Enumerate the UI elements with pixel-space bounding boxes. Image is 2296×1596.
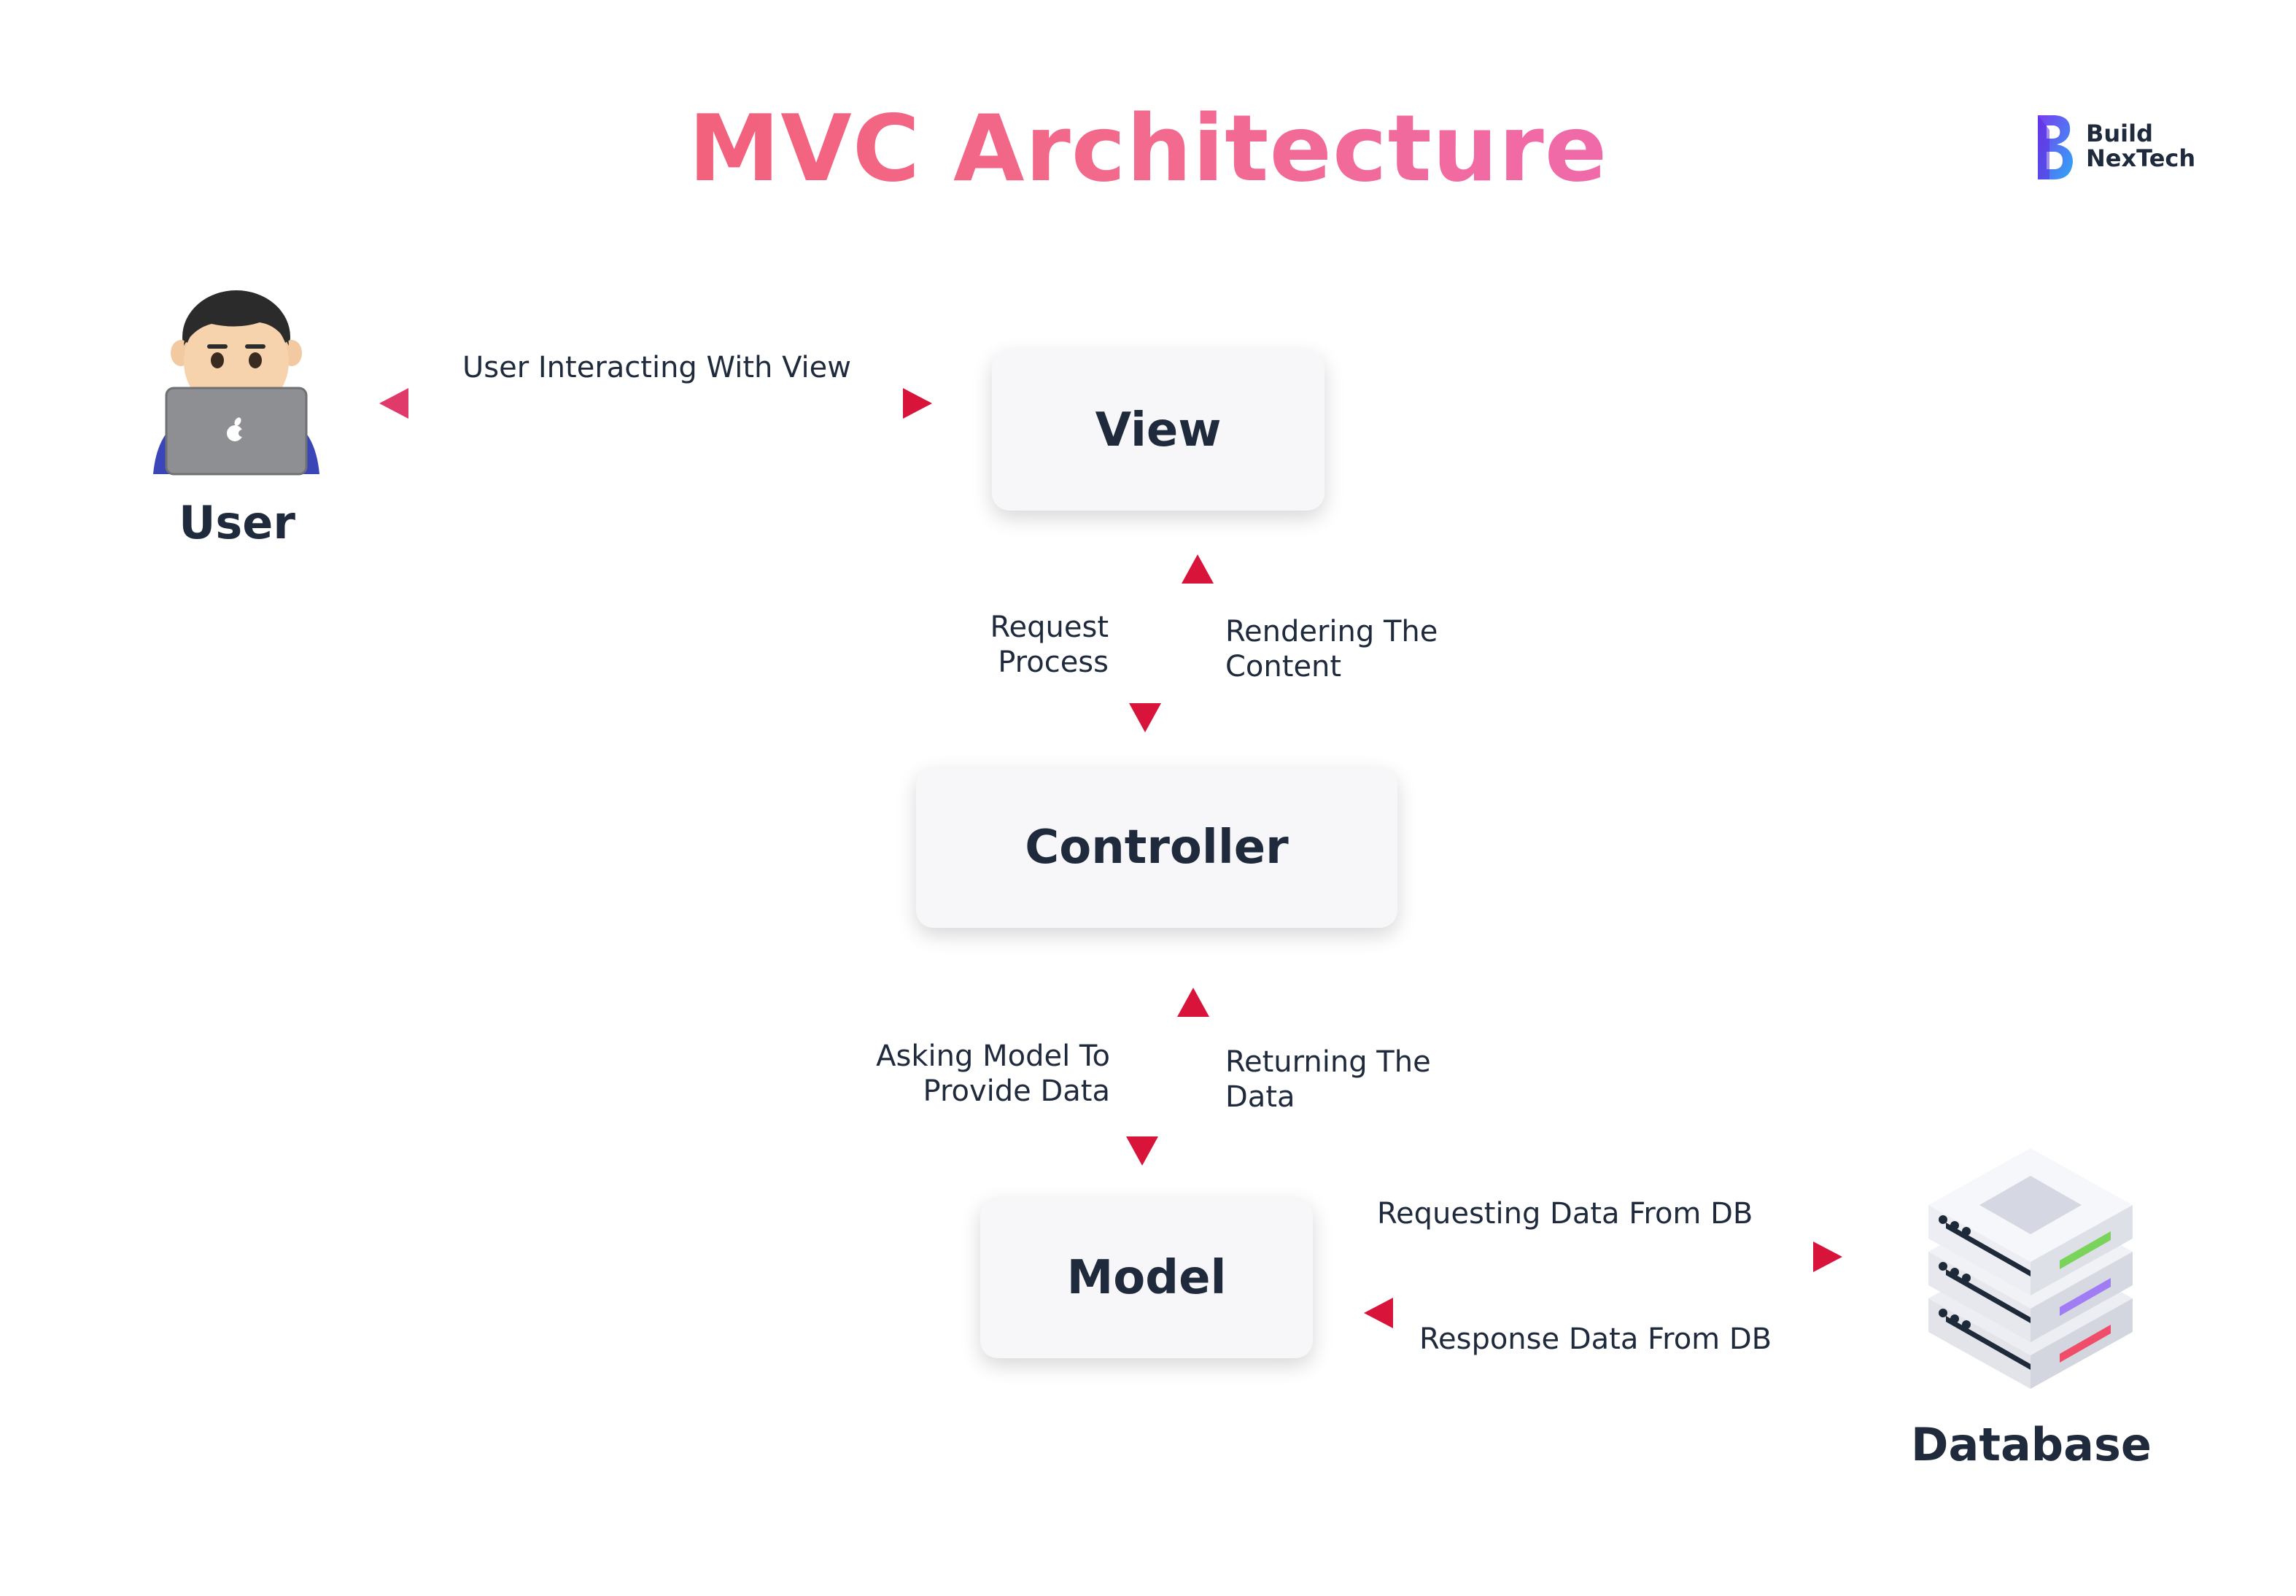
edge-label-response-db: Response Data From DB — [1419, 1322, 1772, 1356]
view-box: View — [992, 350, 1325, 511]
edge-label-returning-line1: Returning The — [1225, 1045, 1431, 1079]
person-laptop-icon — [153, 290, 319, 476]
edge-label-request-line1: Request — [990, 611, 1109, 644]
edge-label-user-view: User Interacting With View — [462, 351, 851, 384]
edge-label-request-line2: Process — [998, 646, 1109, 679]
server-stack-icon — [1928, 1148, 2133, 1389]
database-label: Database — [1911, 1418, 2152, 1471]
arrow-asking-model — [1126, 986, 1158, 1166]
edge-label-returning-line2: Data — [1225, 1080, 1295, 1114]
arrow-response-db — [1364, 1298, 1839, 1328]
edge-label-rendering-line1: Rendering The — [1225, 615, 1438, 648]
edge-label-requesting-db: Requesting Data From DB — [1377, 1197, 1753, 1231]
edge-label-returning: Returning The Data — [1225, 1045, 1431, 1115]
user-label: User — [179, 496, 295, 549]
arrow-requesting-db — [1362, 1241, 1842, 1272]
edge-label-asking-line2: Provide Data — [923, 1074, 1110, 1108]
page-title: MVC Architecture — [0, 95, 2296, 202]
brand-line-1: Build — [2086, 120, 2154, 147]
buildnextech-logo-icon — [2038, 115, 2073, 179]
brand-line-2: NexTech — [2086, 144, 2196, 172]
arrow-request-process — [1129, 554, 1161, 732]
edge-label-request: Request Process — [948, 610, 1109, 680]
controller-box: Controller — [916, 767, 1397, 928]
edge-label-asking: Asking Model To Provide Data — [824, 1039, 1110, 1109]
arrow-returning-data — [1177, 988, 1209, 1166]
model-box: Model — [980, 1198, 1313, 1358]
edge-label-rendering-line2: Content — [1225, 650, 1342, 683]
arrow-user-view — [379, 388, 932, 419]
edge-label-asking-line1: Asking Model To — [876, 1039, 1110, 1073]
arrow-rendering-content — [1182, 554, 1214, 732]
brand-logo: Build NexTech — [2033, 109, 2223, 190]
edge-label-rendering: Rendering The Content — [1225, 614, 1438, 684]
